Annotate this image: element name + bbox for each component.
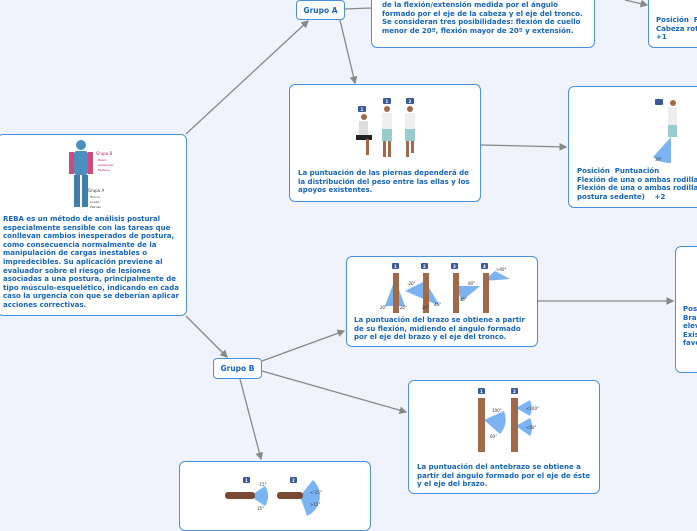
- svg-text:<-15°: <-15°: [310, 490, 322, 495]
- connector-group-a-legs: [339, 19, 358, 85]
- legs-figures-image: 1 1 2: [356, 98, 415, 157]
- legs-description: La puntuación de las piernas dependerá d…: [298, 169, 470, 195]
- root-node[interactable]: Grupo B Brazo Antebrazo Muñeca Grupo A T…: [0, 134, 187, 316]
- svg-text:2: 2: [292, 478, 295, 483]
- svg-text:45°: 45°: [460, 297, 467, 302]
- forearm-node[interactable]: 1 2 100° 60° <100° <60° La puntuación de…: [408, 380, 600, 494]
- knees-node[interactable]: 30° Posición Puntuación Flexión de una o…: [568, 86, 697, 208]
- neck-node[interactable]: de la flexión/extensión medida por el án…: [371, 0, 595, 48]
- neck-description: de la flexión/extensión medida por el án…: [382, 1, 583, 35]
- wrist-figures-image: 1 2 -15° 15° <-15° >15°: [225, 477, 322, 516]
- svg-text:Tronco: Tronco: [89, 195, 100, 199]
- connector-group-b-arm: [261, 329, 346, 362]
- connector-root-group-b: [185, 315, 228, 358]
- group-a-node[interactable]: Grupo A: [296, 0, 345, 20]
- legs-node[interactable]: 1 1 2 La puntuación de las piernas depen…: [289, 84, 481, 202]
- forearm-figures-image: 1 2 100° 60° <100° <60°: [478, 388, 539, 452]
- svg-text:>15°: >15°: [310, 502, 320, 507]
- svg-text:-15°: -15°: [258, 482, 267, 487]
- knees-score-text: Posición Puntuación Flexión de una o amb…: [577, 167, 697, 201]
- connector-legs-knees: [480, 142, 568, 151]
- svg-text:45°: 45°: [434, 302, 441, 307]
- wrist-node[interactable]: 1 2 -15° 15° <-15° >15°: [179, 461, 371, 531]
- svg-text:15°: 15°: [257, 506, 264, 511]
- arm-node[interactable]: 1 2 3 4 20° 20° -20° 20° 45° 90° 45° >90…: [346, 256, 538, 347]
- svg-text:>90°: >90°: [496, 267, 506, 272]
- svg-text:1: 1: [361, 107, 364, 112]
- svg-text:1: 1: [386, 99, 389, 104]
- svg-text:30°: 30°: [655, 157, 662, 162]
- group-b-figure-label: Grupo B: [96, 151, 113, 156]
- svg-text:2: 2: [513, 389, 516, 394]
- neck-score-text: Posición P Cabeza rot +1: [656, 16, 697, 42]
- svg-text:20°: 20°: [400, 305, 407, 310]
- svg-text:20°: 20°: [380, 305, 387, 310]
- svg-text:1: 1: [394, 264, 397, 269]
- svg-text:1: 1: [480, 389, 483, 394]
- svg-text:-20°: -20°: [407, 281, 416, 286]
- svg-text:60°: 60°: [490, 434, 497, 439]
- svg-text:2: 2: [423, 264, 426, 269]
- svg-text:<60°: <60°: [526, 425, 536, 430]
- arm-figures-image: 1 2 3 4 20° 20° -20° 20° 45° 90° 45° >90…: [380, 263, 510, 313]
- svg-text:Piernas: Piernas: [90, 205, 101, 209]
- connector-group-b-forearm: [261, 370, 408, 414]
- arm-score-node[interactable]: Pos Bra elev Exis favo: [675, 246, 697, 373]
- group-a-figure-label: Grupo A: [88, 188, 105, 193]
- svg-text:20°: 20°: [422, 305, 429, 310]
- connector-group-b-wrist: [239, 378, 264, 461]
- arm-score-text: Pos Bra elev Exis favo: [683, 305, 697, 348]
- svg-text:Antebrazo: Antebrazo: [98, 163, 114, 167]
- group-b-node[interactable]: Grupo B: [213, 358, 262, 379]
- connector-lines: [185, 0, 675, 461]
- svg-text:Brazo: Brazo: [98, 158, 107, 162]
- svg-text:<100°: <100°: [526, 406, 539, 411]
- connector-neck-score: [624, 0, 649, 8]
- svg-text:Muñeca: Muñeca: [98, 168, 110, 172]
- neck-score-node[interactable]: Posición P Cabeza rot +1: [648, 0, 697, 48]
- knees-figure-image: 30°: [653, 99, 677, 164]
- root-description: REBA es un método de análisis postural e…: [3, 215, 180, 309]
- body-figure-image: Grupo B Brazo Antebrazo Muñeca Grupo A T…: [69, 140, 114, 209]
- connector-root-group-a: [185, 20, 309, 135]
- svg-text:100°: 100°: [492, 408, 502, 413]
- svg-text:3: 3: [453, 264, 456, 269]
- forearm-description: La puntuación del antebrazo se obtiene a…: [417, 463, 591, 489]
- svg-text:4: 4: [483, 264, 486, 269]
- arm-description: La puntuación del brazo se obtiene a par…: [354, 316, 525, 342]
- svg-text:Cuello: Cuello: [90, 200, 100, 204]
- connector-group-a-neck: [344, 7, 372, 10]
- svg-text:90°: 90°: [468, 281, 475, 286]
- svg-text:2: 2: [409, 99, 412, 104]
- svg-text:1: 1: [245, 478, 248, 483]
